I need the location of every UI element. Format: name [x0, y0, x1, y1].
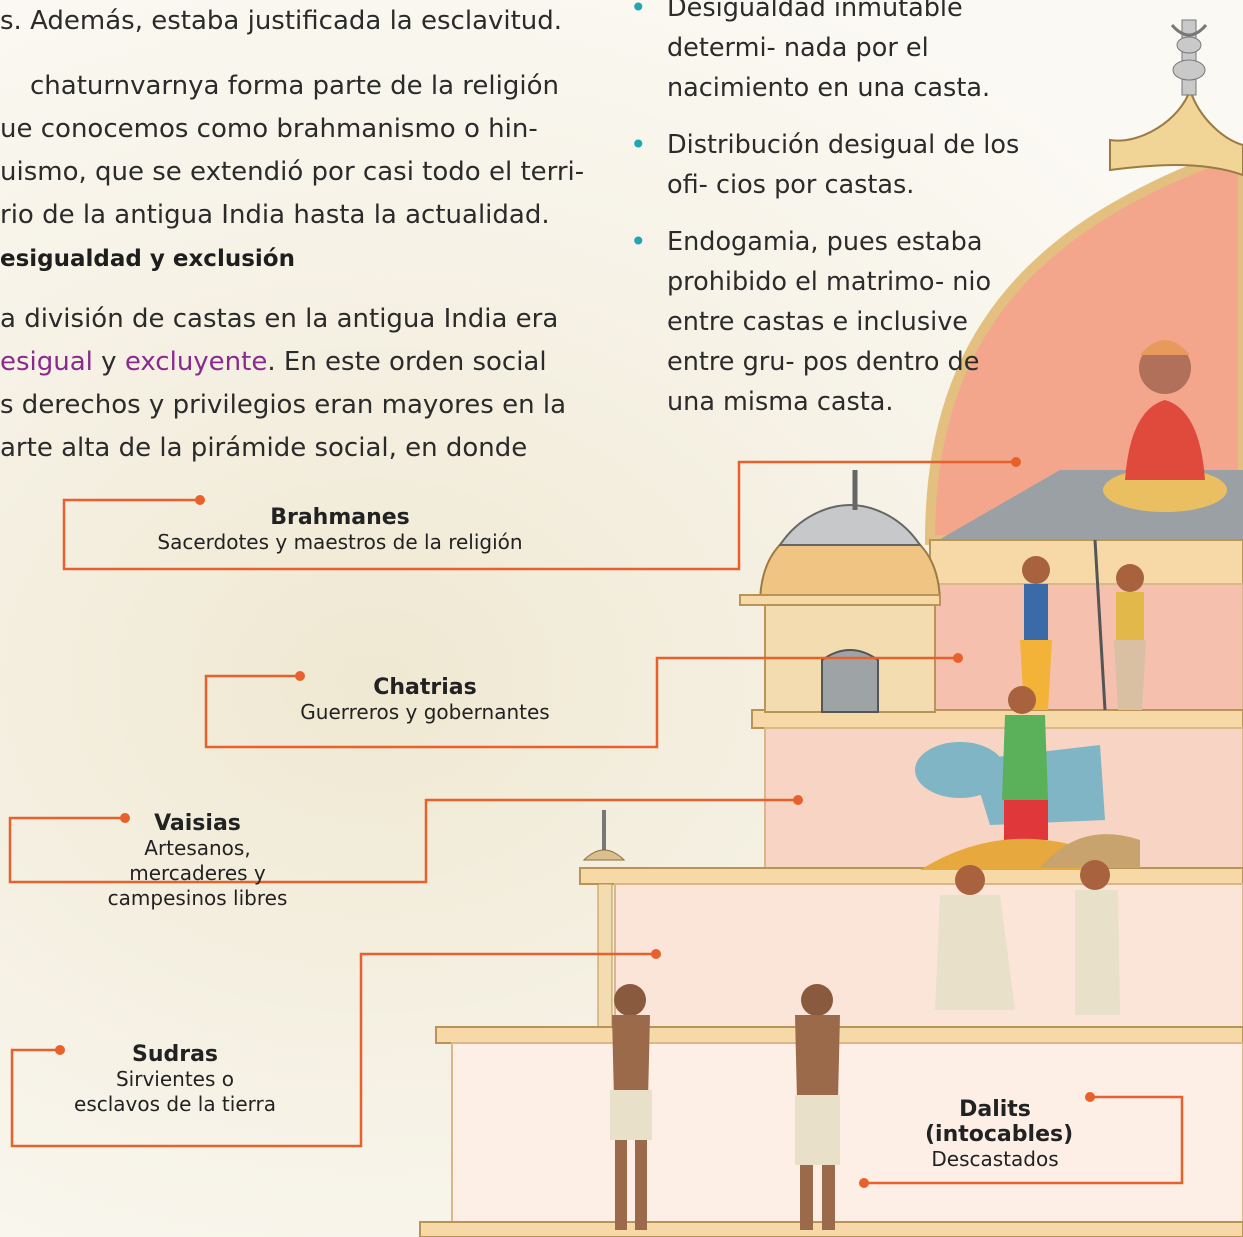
caste-desc: Sirvientes o esclavos de la tierra — [74, 1067, 276, 1116]
sage-figure — [1103, 340, 1227, 512]
characteristics-list: Desigualdad inmutable determi- nada por … — [622, 0, 1042, 439]
caste-desc: Descastados — [931, 1147, 1059, 1171]
para2-line2: ue conocemos como brahmanismo o hin- — [0, 114, 538, 144]
word-y: y — [92, 347, 125, 377]
leader-vaisias — [8, 798, 798, 884]
leader-chatrias — [204, 656, 958, 749]
label-vaisias: Vaisias Artesanos, mercaderes y campesin… — [50, 811, 345, 911]
label-brahmanes: Brahmanes Sacerdotes y maestros de la re… — [100, 505, 580, 555]
caste-name: Dalits (intocables) — [925, 1097, 1074, 1147]
leader-dots — [55, 457, 1095, 1188]
para3-line4: arte alta de la pirámide social, en dond… — [0, 433, 528, 463]
bullet-item: Desigualdad inmutable determi- nada por … — [622, 0, 1052, 108]
caste-name: Sudras — [131, 1042, 219, 1067]
caste-name: Brahmanes — [270, 505, 410, 530]
sudra-figures — [935, 860, 1120, 1015]
merchant-figure — [915, 686, 1140, 870]
para2-line4: rio de la antigua India hasta la actuali… — [0, 200, 550, 230]
word-desigual: esigual — [0, 347, 93, 377]
para3-line3: s derechos y privilegios eran mayores en… — [0, 390, 566, 420]
para2-line3: uismo, que se extendió por casi todo el … — [0, 157, 585, 187]
caste-desc: Artesanos, mercaderes y campesinos libre… — [107, 836, 288, 910]
small-dome — [739, 470, 942, 713]
word-excluyente: excluyente — [124, 347, 268, 377]
text-line-1: s. Además, estaba justificada la esclavi… — [0, 6, 563, 36]
caste-desc: Sacerdotes y maestros de la religión — [157, 530, 523, 554]
leader-lines — [8, 460, 1184, 1185]
leader-brahmanes — [62, 460, 1016, 571]
caste-desc: Guerreros y gobernantes — [300, 700, 550, 724]
leader-dalits — [864, 1095, 1184, 1185]
dalit-figures — [610, 984, 840, 1230]
para3-line1: a división de castas en la antigua India… — [0, 304, 559, 334]
caste-name: Chatrias — [373, 675, 477, 700]
leader-sudras — [10, 952, 656, 1148]
bullet-item: Distribución desigual de los ofi- cios p… — [622, 125, 1052, 205]
label-dalits: Dalits (intocables) Descastados — [905, 1097, 1085, 1172]
bullet-item: Endogamia, pues estaba prohibido el matr… — [622, 222, 1002, 422]
label-sudras: Sudras Sirvientes o esclavos de la tierr… — [40, 1042, 310, 1117]
para2-line1: chaturnvarnya forma parte de la religión — [30, 71, 559, 101]
section-heading: esigualdad y exclusión — [0, 246, 295, 272]
left-spire — [582, 810, 626, 1030]
warrior-figures — [1020, 539, 1146, 711]
caste-name: Vaisias — [154, 811, 241, 836]
para3-line2: esigual y excluyente. En este orden soci… — [0, 341, 547, 384]
para3-line2-rest: . En este orden social — [267, 347, 547, 377]
label-chatrias: Chatrias Guerreros y gobernantes — [270, 675, 580, 725]
